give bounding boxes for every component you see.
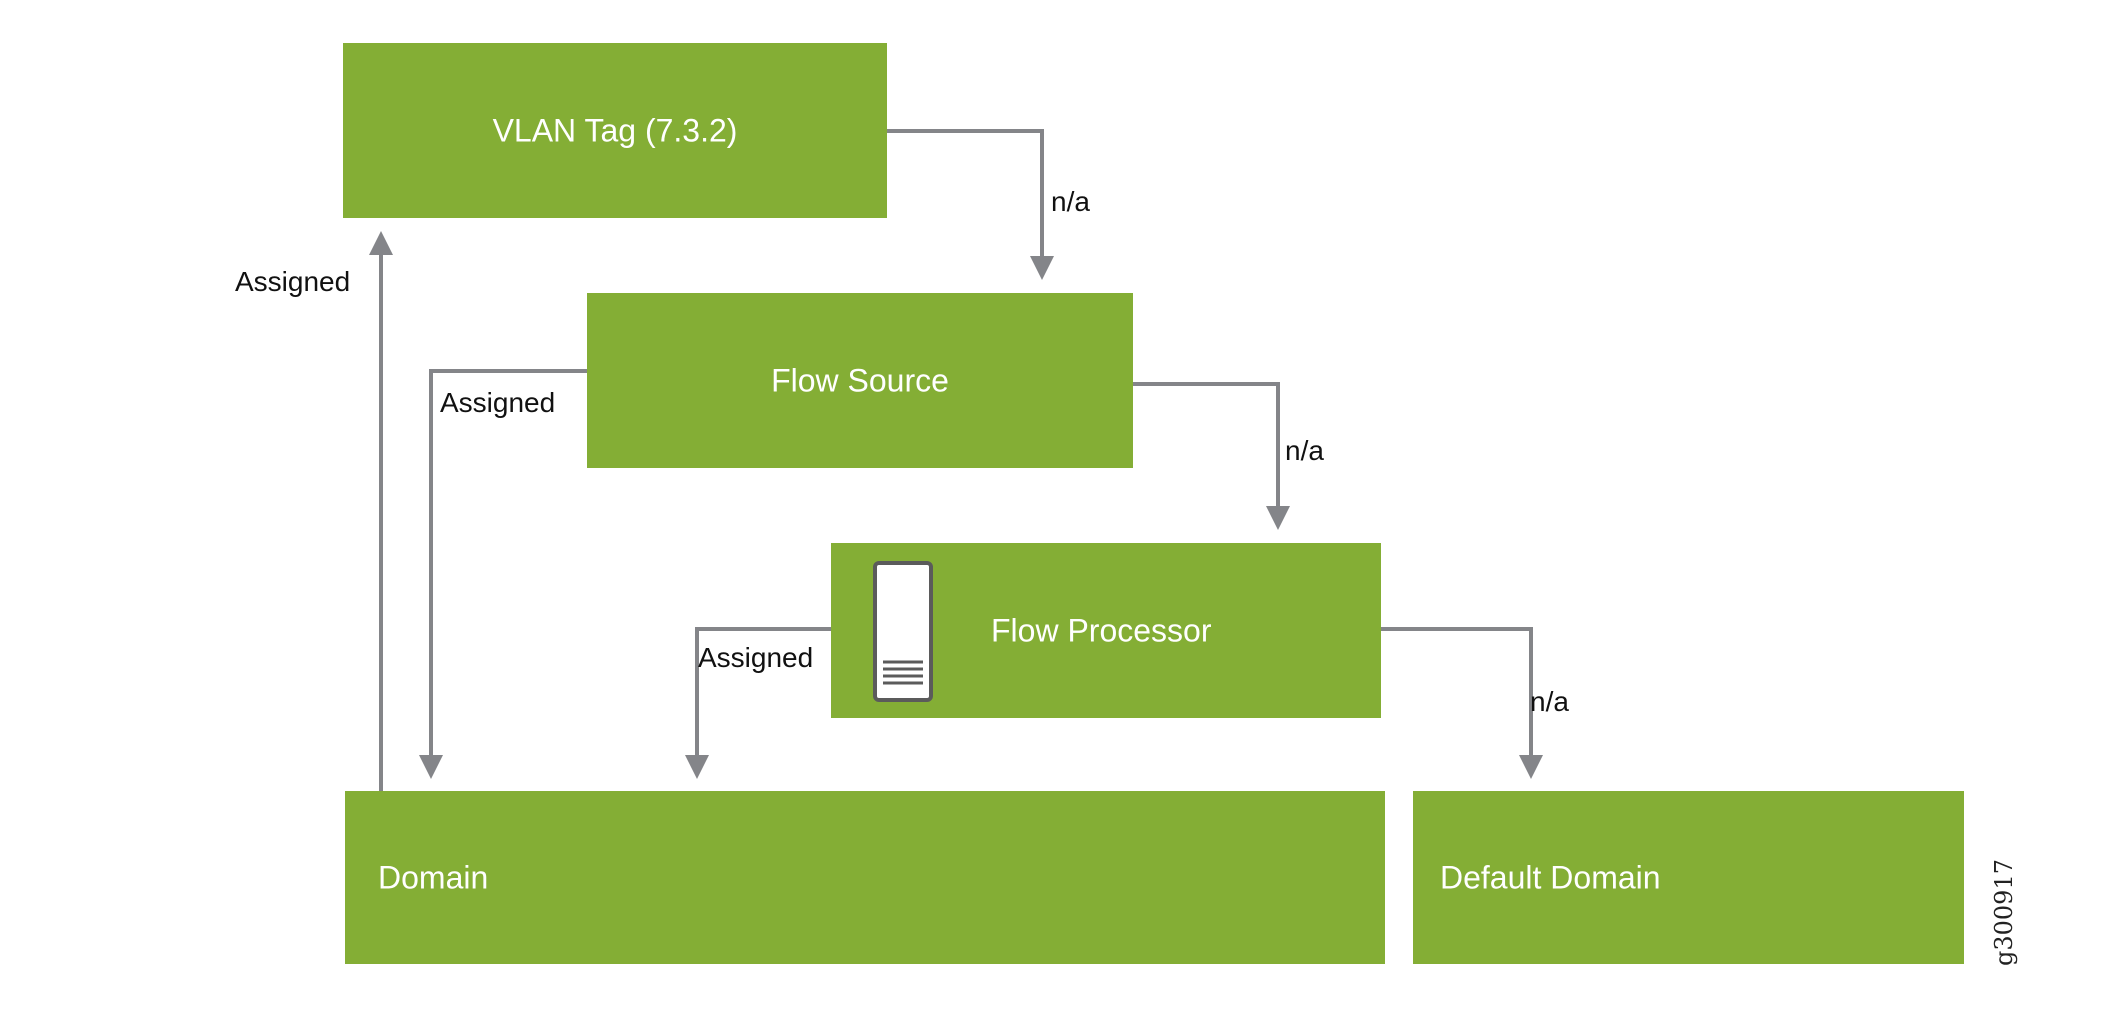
edge-label-domain-to-vlan: Assigned — [235, 266, 351, 297]
edge-flow-source-to-domain — [419, 369, 587, 779]
edge-flow-processor-to-default-domain — [1381, 627, 1543, 779]
node-flow-source-label: Flow Source — [771, 362, 949, 398]
node-flow-source: Flow Source — [587, 293, 1133, 468]
figure-id: g300917 — [1990, 859, 2018, 966]
edge-label-flow-source-to-domain: Assigned — [440, 387, 556, 418]
node-flow-processor: Flow Processor — [831, 543, 1381, 718]
node-domain-label: Domain — [378, 859, 489, 895]
node-default-domain: Default Domain — [1413, 791, 1964, 964]
edge-label-flow-processor-to-domain: Assigned — [698, 642, 814, 673]
edge-flow-processor-to-domain — [685, 627, 831, 779]
edge-label-flow-source-to-flow-processor: n/a — [1285, 435, 1324, 466]
node-default-domain-label: Default Domain — [1440, 859, 1661, 895]
edge-label-flow-processor-to-default-domain: n/a — [1530, 686, 1569, 717]
edge-label-vlan-to-flow-source: n/a — [1051, 186, 1090, 217]
node-domain: Domain — [345, 791, 1385, 964]
server-icon — [873, 561, 933, 702]
node-vlan-tag-label: VLAN Tag (7.3.2) — [492, 112, 738, 148]
edge-vlan-to-flow-source — [887, 129, 1054, 280]
edge-flow-source-to-flow-processor — [1133, 382, 1290, 530]
node-vlan-tag: VLAN Tag (7.3.2) — [343, 43, 887, 218]
node-flow-processor-label: Flow Processor — [991, 612, 1212, 648]
